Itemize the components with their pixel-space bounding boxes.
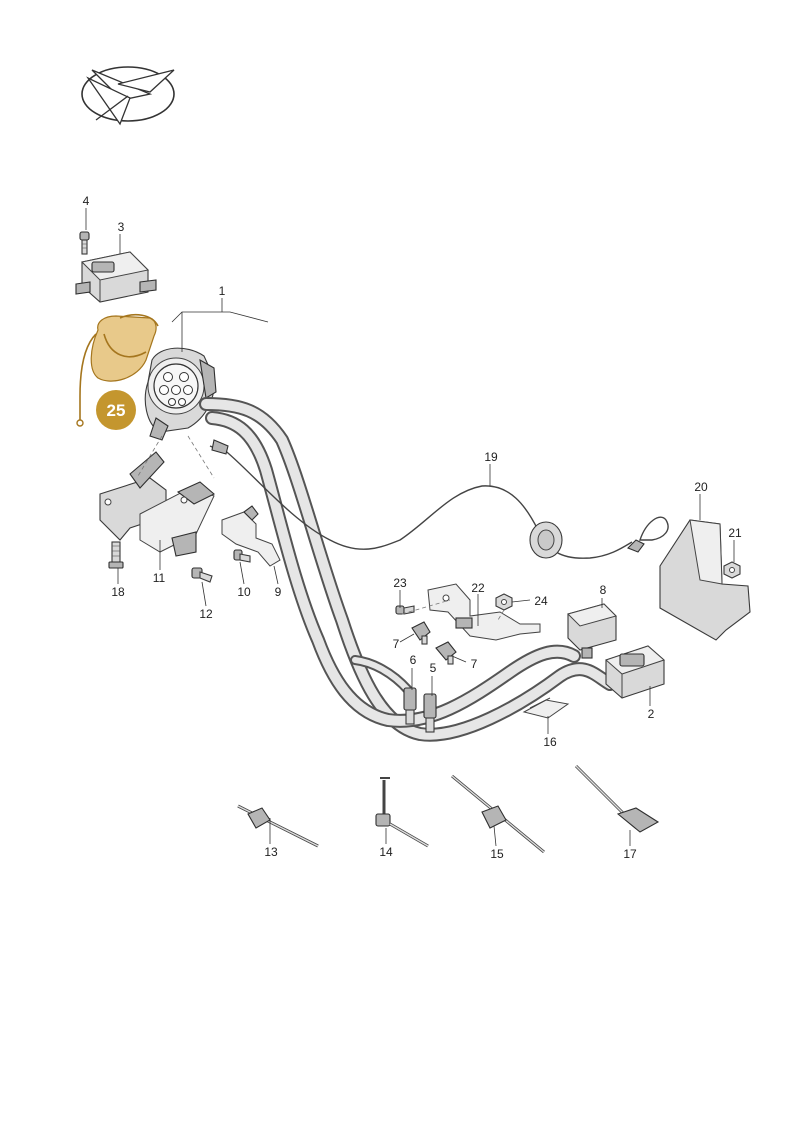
part-6-connector	[403, 687, 417, 725]
part-1-charging-socket	[144, 347, 217, 441]
part-14-cable-tie	[375, 777, 429, 848]
callout-15: 15	[490, 847, 504, 861]
callout-11: 11	[153, 571, 166, 585]
part-17-cable-tie	[574, 764, 660, 833]
part-23-screw	[395, 605, 415, 615]
callout-4: 4	[83, 194, 90, 208]
callout-3: 3	[118, 220, 125, 234]
callout-24: 24	[534, 594, 548, 608]
part-10-screw	[233, 549, 251, 563]
part-16-tag	[522, 697, 570, 719]
callout-23: 23	[393, 576, 407, 590]
callout-22: 22	[471, 581, 485, 595]
callout-10: 10	[237, 585, 251, 599]
part-3-actuator	[75, 251, 157, 303]
part-25-badge: 25	[96, 390, 136, 430]
part-8-module	[567, 603, 617, 659]
part-24-nut	[495, 593, 513, 611]
callout-1: 1	[219, 284, 226, 298]
part-11-bracket	[99, 451, 215, 557]
callout-5: 5	[430, 661, 437, 675]
callout-2: 2	[648, 707, 655, 721]
part-2-control-box	[605, 645, 665, 699]
part-15-cable-tie	[451, 774, 545, 854]
callout-21: 21	[728, 526, 742, 540]
part-25-charging-cap	[76, 313, 159, 427]
callout-17: 17	[623, 847, 637, 861]
assembly-guides	[137, 435, 505, 621]
part-4-screw	[79, 231, 90, 255]
part-18-bolt	[108, 541, 124, 569]
callout-16: 16	[543, 735, 557, 749]
callout-7-a: 7	[393, 637, 400, 651]
leader-lines	[85, 208, 735, 847]
callout-12: 12	[199, 607, 213, 621]
part-19-cable	[209, 439, 669, 559]
part-13-cable-tie	[237, 804, 319, 848]
brand-logo	[81, 66, 175, 126]
callout-19: 19	[484, 450, 498, 464]
part-7-clip-a	[411, 621, 431, 645]
part-7-clip-b	[435, 641, 457, 665]
part-12-screw	[191, 567, 213, 583]
badge-label: 25	[107, 401, 126, 420]
callout-6: 6	[410, 653, 417, 667]
callout-13: 13	[264, 845, 278, 859]
callout-8: 8	[600, 583, 607, 597]
main-harness	[199, 397, 617, 742]
part-20-shield	[659, 519, 751, 641]
part-9-bracket	[221, 505, 281, 567]
callout-20: 20	[694, 480, 708, 494]
callout-9: 9	[275, 585, 282, 599]
part-21-nut	[723, 561, 741, 579]
callout-18: 18	[111, 585, 125, 599]
callout-14: 14	[379, 845, 393, 859]
callout-7-b: 7	[471, 657, 478, 671]
callout-labels: 4 3 1 2 5 6 7 7 8 9 10 11 12 13 14 15 16…	[83, 194, 742, 861]
part-5-connector	[423, 693, 437, 733]
